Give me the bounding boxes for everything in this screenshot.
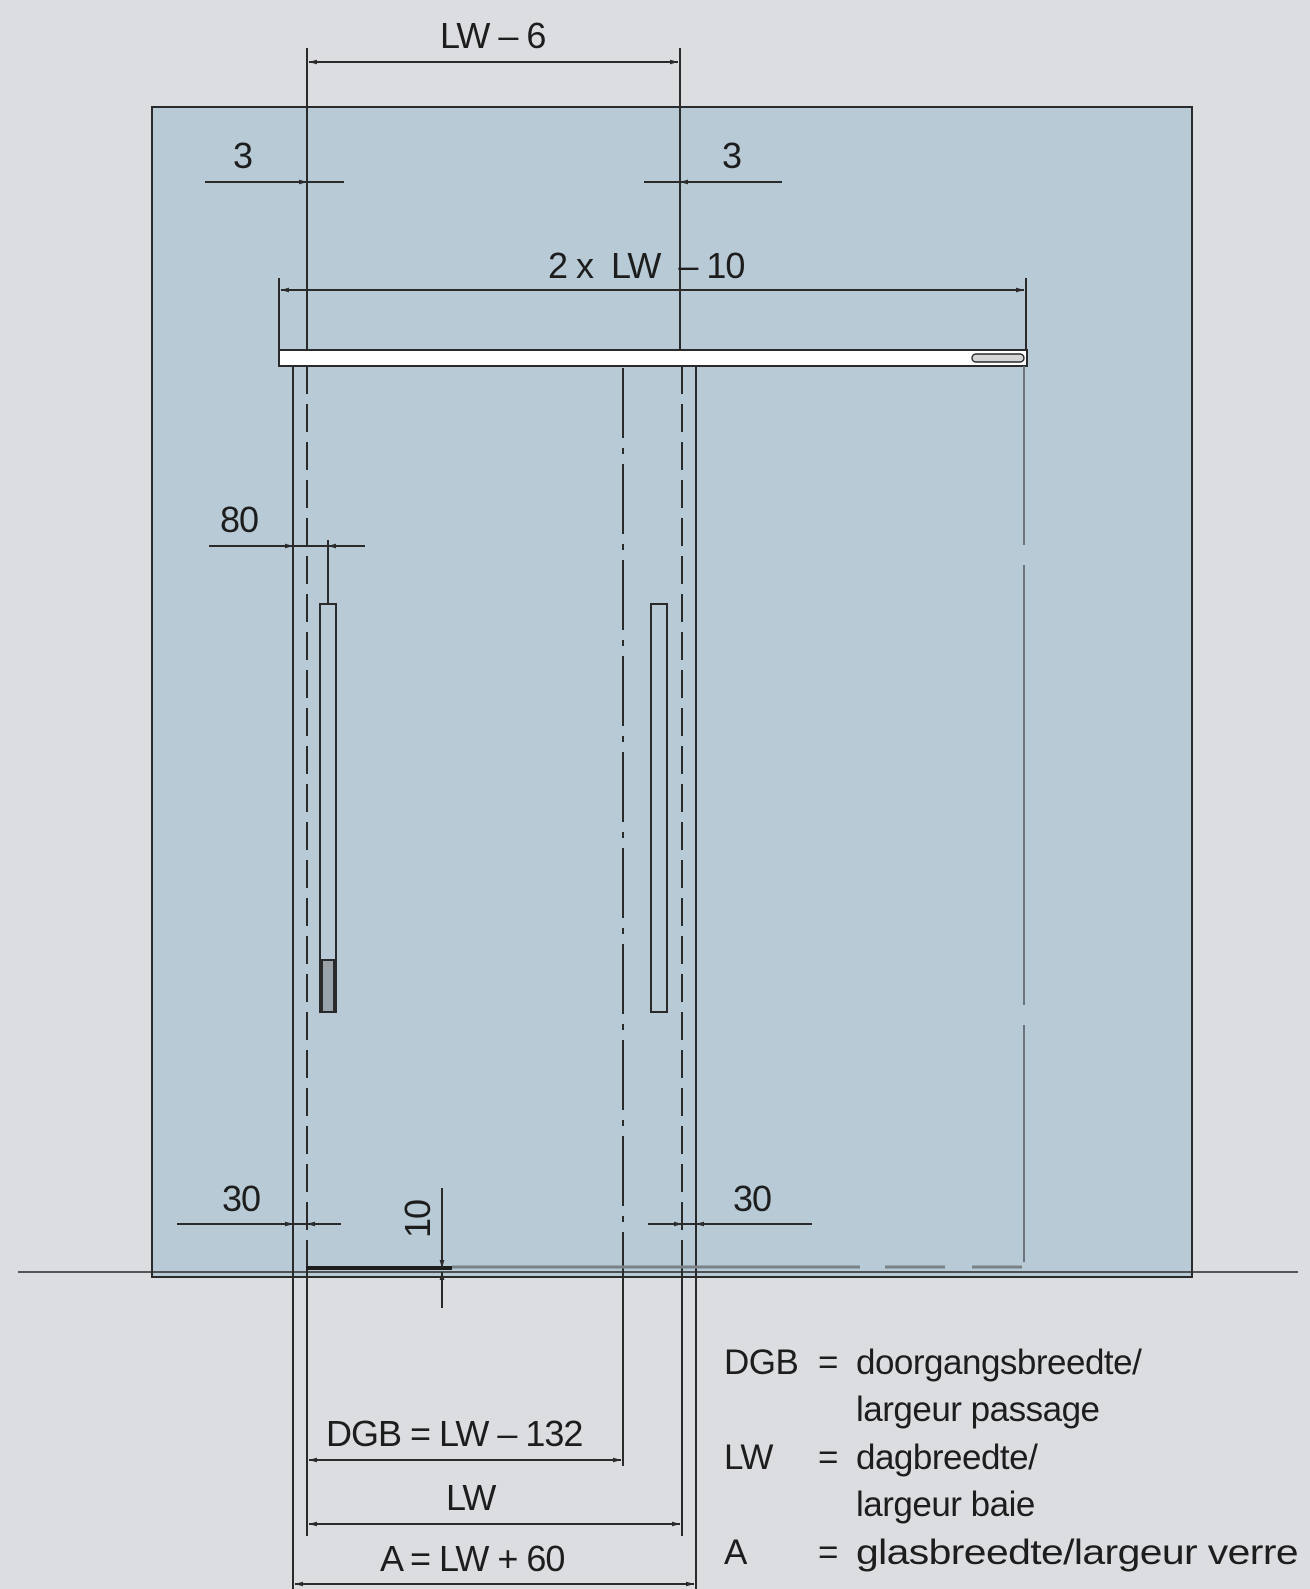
legend-abbr-a: A — [724, 1533, 748, 1572]
legend-line2-dgb: largeur passage — [856, 1390, 1100, 1429]
legend-line1-a: glasbreedte/largeur verre — [856, 1533, 1298, 1572]
legend-abbr-lw: LW — [724, 1438, 773, 1477]
label-rail-length: 2 x LW – 10 — [548, 245, 744, 286]
legend-eq-lw: = — [818, 1438, 838, 1477]
label-handle-offset: 80 — [220, 499, 258, 540]
label-passage: DGB = LW – 132 — [326, 1413, 582, 1454]
legend-eq-a: = — [818, 1533, 838, 1572]
legend-eq-dgb: = — [818, 1343, 838, 1382]
legend: DGB = doorgangsbreedte/ largeur passage … — [724, 1343, 1299, 1572]
handle-left-grip — [321, 959, 335, 1013]
legend-line1-lw: dagbreedte/ — [856, 1438, 1038, 1477]
glass-panel — [151, 106, 1193, 1278]
label-floor-gap: 10 — [397, 1200, 438, 1238]
label-offset-left: 3 — [233, 135, 252, 176]
label-bottom-right: 30 — [733, 1178, 771, 1219]
rail-end-stop — [971, 353, 1025, 363]
label-daylight: LW — [446, 1477, 496, 1518]
handle-right — [650, 603, 668, 1013]
legend-abbr-dgb: DGB — [724, 1343, 798, 1382]
label-bottom-left: 30 — [222, 1178, 260, 1219]
label-offset-right: 3 — [722, 135, 741, 176]
label-glass: A = LW + 60 — [380, 1538, 564, 1579]
label-top-opening: LW – 6 — [440, 15, 545, 56]
legend-line1-dgb: doorgangsbreedte/ — [856, 1343, 1142, 1382]
legend-line2-lw: largeur baie — [856, 1485, 1035, 1524]
top-rail — [278, 349, 1028, 367]
